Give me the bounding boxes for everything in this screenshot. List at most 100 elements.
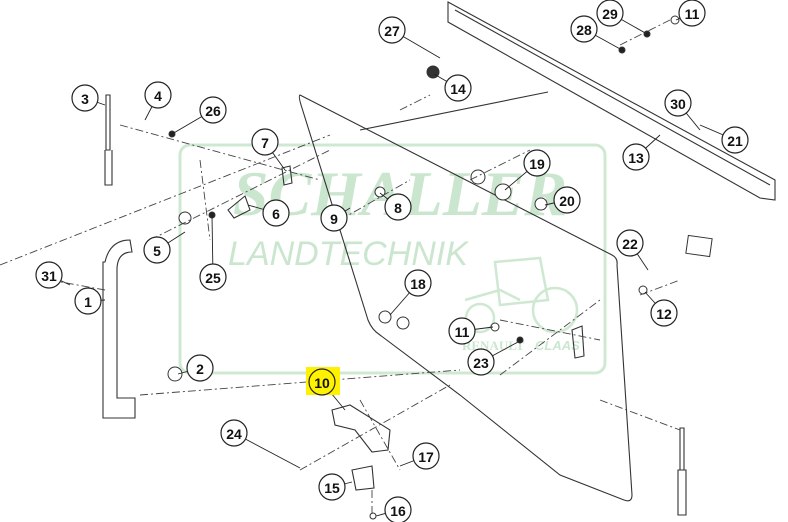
- callout-16: 16: [375, 496, 412, 522]
- callout-28: 28: [570, 15, 623, 51]
- callout-circle: [444, 74, 472, 102]
- callout-circle: [622, 143, 650, 171]
- callout-circle: [596, 0, 624, 27]
- callout-circle: [448, 317, 476, 345]
- top-rail: [447, 1, 776, 201]
- callout-label: 8: [394, 200, 402, 216]
- callout-label: 13: [628, 150, 644, 166]
- hinge-right: [571, 325, 585, 359]
- parts: [0, 1, 776, 520]
- nut-16: [369, 512, 377, 520]
- callout-circle: [384, 193, 412, 221]
- tractor-watermark-icon: [464, 256, 579, 334]
- callout-6: 6: [247, 199, 290, 227]
- callout-26: 26: [171, 96, 227, 135]
- grommet-20: [534, 197, 548, 211]
- callout-circle: [220, 419, 248, 447]
- callout-18: 18: [389, 269, 432, 316]
- pad-22: [685, 234, 713, 258]
- callout-circle: [721, 126, 749, 154]
- callout-circle: [144, 81, 172, 109]
- callout-label: 20: [559, 193, 575, 209]
- callout-14: 14: [433, 73, 472, 102]
- grommet-19a: [470, 169, 486, 185]
- callout-circle: [199, 96, 227, 124]
- callout-label: 2: [196, 361, 204, 377]
- latch-bracket: [331, 404, 391, 453]
- gas-strut-right: [677, 427, 687, 516]
- watermark-subtitle: LANDTECHNIK: [228, 235, 469, 273]
- callout-label: 16: [390, 503, 406, 519]
- callout-label: 12: [656, 306, 672, 322]
- callout-13: 13: [622, 134, 661, 171]
- callout-circle: [650, 299, 678, 327]
- callout-label: 3: [81, 91, 89, 107]
- grommet-18: [378, 310, 392, 324]
- callout-4: 4: [144, 81, 172, 121]
- callout-label: 18: [410, 276, 426, 292]
- callout-11: 11: [675, 0, 706, 27]
- callout-circle: [262, 199, 290, 227]
- hinge-6: [227, 195, 251, 219]
- plate-7: [281, 165, 293, 186]
- callout-31: 31: [35, 261, 71, 289]
- catch-bracket: [351, 465, 375, 491]
- callout-circle: [616, 229, 644, 257]
- callout-7: 7: [251, 128, 286, 171]
- callout-label: 14: [450, 81, 466, 97]
- watermark-frame: [178, 143, 607, 375]
- callout-label: 31: [41, 268, 57, 284]
- callout-label: 15: [324, 480, 340, 496]
- callout-label: 11: [685, 6, 700, 22]
- callout-circle: [251, 128, 279, 156]
- callout-label: 21: [727, 133, 743, 149]
- callout-label: 30: [670, 96, 686, 112]
- callout-10: 10: [306, 367, 346, 411]
- callout-label: 9: [330, 211, 338, 227]
- callout-23: 23: [467, 341, 519, 376]
- callout-circle: [378, 16, 406, 44]
- callout-24: 24: [220, 419, 301, 469]
- glass-panel: [298, 94, 633, 502]
- callout-29: 29: [596, 0, 648, 35]
- bushing-2: [167, 366, 183, 382]
- callout-19: 19: [504, 149, 551, 191]
- callout-label: 1: [84, 294, 92, 310]
- callout-label: 17: [418, 449, 434, 465]
- callout-circle: [678, 0, 706, 27]
- callout-30: 30: [664, 89, 701, 131]
- callout-12: 12: [644, 291, 678, 327]
- callout-label: 10: [314, 375, 330, 391]
- callout-circle: [199, 263, 227, 291]
- gas-strut-left: [104, 94, 113, 186]
- callout-circle: [412, 442, 440, 470]
- callout-label: 24: [226, 426, 242, 442]
- callout-circle: [143, 236, 171, 264]
- callout-circle: [404, 269, 432, 297]
- watermark-tagline-right: CLAAS: [535, 338, 580, 353]
- callout-circle: [553, 186, 581, 214]
- callout-15: 15: [318, 473, 353, 501]
- callout-1: 1: [74, 287, 106, 315]
- callout-circle: [186, 354, 214, 382]
- callout-label: 11: [455, 324, 470, 340]
- callout-circle: [320, 204, 348, 232]
- callout-circle: [318, 473, 346, 501]
- callout-label: 22: [622, 236, 638, 252]
- callout-circle: [570, 15, 598, 43]
- callout-label: 5: [153, 243, 161, 259]
- callout-circle: [467, 348, 495, 376]
- callout-27: 27: [378, 16, 441, 59]
- bushing-5: [178, 211, 192, 225]
- callout-label: 29: [602, 6, 618, 22]
- callout-label: 6: [272, 206, 280, 222]
- washer-23: [516, 336, 524, 344]
- callout-11: 11: [448, 317, 494, 345]
- callout-circle: [523, 149, 551, 177]
- callout-label: 25: [205, 270, 221, 286]
- callout-label: 4: [154, 88, 162, 104]
- grommet-18b: [396, 316, 410, 330]
- callout-21: 21: [699, 124, 749, 154]
